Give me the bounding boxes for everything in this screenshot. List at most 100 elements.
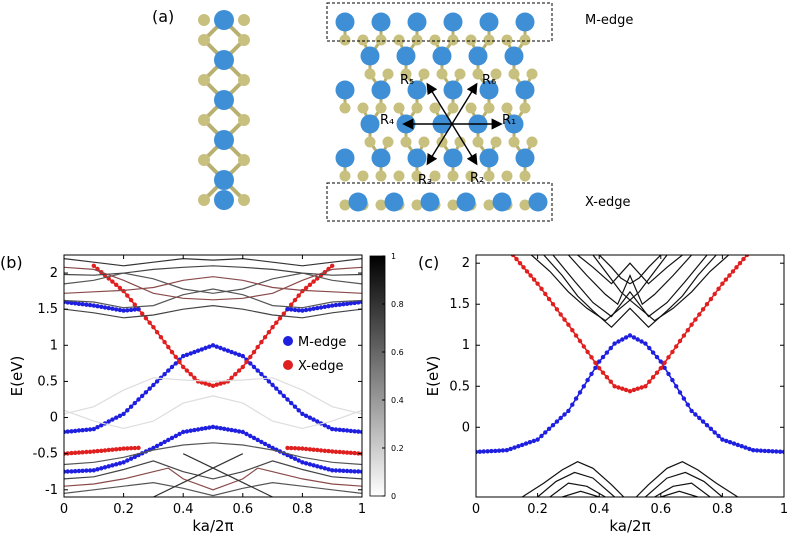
band-marker [500, 448, 506, 453]
band-marker [322, 448, 327, 453]
band-marker [102, 465, 108, 470]
chalcogen-atom [339, 170, 351, 182]
chalcogen-atom [238, 74, 250, 86]
band-marker [697, 312, 702, 317]
band-marker [251, 364, 257, 370]
band-marker [303, 461, 309, 466]
band-marker [117, 461, 123, 466]
band-marker [236, 352, 242, 357]
chalcogen-atom [198, 194, 210, 206]
band-line [64, 272, 362, 294]
metal-atom [214, 50, 234, 70]
chalcogen-atom [339, 34, 351, 46]
chalcogen-atom [411, 199, 423, 211]
band-marker [514, 256, 519, 262]
band-marker [207, 344, 212, 349]
band-line [64, 257, 362, 267]
band-marker [704, 302, 710, 307]
band-marker [330, 468, 335, 473]
band-marker [348, 301, 353, 306]
band-marker [132, 445, 137, 451]
m-edge-box [326, 2, 553, 42]
band-marker [307, 415, 313, 420]
band-marker [311, 417, 316, 422]
band-marker [681, 333, 687, 338]
band-marker [99, 304, 104, 309]
band-marker [102, 448, 108, 453]
band-marker [520, 442, 525, 448]
band-marker [259, 439, 264, 445]
band-marker [348, 469, 353, 474]
band-marker [341, 302, 346, 307]
band-marker [125, 308, 130, 313]
band-marker [69, 450, 74, 456]
band-marker [359, 429, 362, 435]
band-marker [177, 359, 182, 365]
chalcogen-atom [447, 102, 459, 114]
band-marker [326, 425, 331, 430]
band-marker [259, 372, 264, 377]
band-marker [315, 305, 320, 311]
band-marker [510, 255, 516, 258]
band-marker [535, 437, 540, 442]
band-marker [620, 337, 625, 342]
y-tick-label: -1 [45, 483, 58, 498]
band-marker [266, 443, 272, 449]
band-marker [554, 307, 560, 312]
metal-atom [515, 12, 535, 32]
y-tick-label: 2 [50, 266, 58, 281]
band-marker [117, 285, 123, 291]
band-marker [647, 379, 652, 384]
vector-r3-label: R₃ [418, 173, 432, 188]
band-marker [758, 448, 764, 453]
band-marker [604, 375, 610, 380]
band-marker [143, 316, 149, 321]
chalcogen-atom [508, 68, 520, 80]
band-marker [727, 273, 732, 278]
colorbar-bar [369, 255, 386, 497]
band-marker [117, 413, 123, 418]
band-marker [195, 348, 201, 353]
band-marker [496, 448, 502, 453]
band-marker [248, 354, 253, 360]
band-marker [173, 433, 178, 439]
band-marker [585, 377, 590, 383]
band-marker [132, 307, 137, 312]
band-marker [181, 353, 186, 359]
band-marker [315, 419, 320, 424]
band-line [153, 453, 244, 497]
band-marker [322, 423, 327, 428]
band-marker [281, 393, 286, 399]
band-marker [292, 404, 298, 409]
chalcogen-atom [454, 68, 466, 80]
band-marker [244, 431, 249, 437]
band-marker [84, 427, 89, 432]
band-marker [270, 445, 275, 451]
colorbar: 00.20.40.60.81 [369, 252, 404, 501]
metal-atom [335, 148, 355, 168]
band-marker [240, 429, 245, 435]
band-marker [597, 366, 602, 371]
band-marker [723, 277, 729, 282]
y-tick-label: 0 [50, 411, 58, 426]
band-marker [132, 454, 137, 460]
band-line [577, 255, 683, 285]
chalcogen-atom [465, 102, 477, 114]
y-tick-label: 0.5 [449, 379, 470, 394]
band-marker [136, 445, 141, 451]
chalcogen-atom [393, 170, 405, 182]
band-marker [87, 468, 93, 473]
band-marker [523, 441, 529, 446]
chalcogen-atom [198, 74, 210, 86]
band-marker [635, 337, 640, 342]
metal-atom [360, 46, 380, 66]
band-marker [154, 443, 160, 449]
band-marker [476, 449, 479, 455]
band-marker [650, 375, 656, 380]
band-marker [192, 349, 197, 355]
chalcogen-atom [447, 34, 459, 46]
band-line [549, 482, 606, 497]
band-marker [177, 431, 182, 437]
band-marker [121, 308, 126, 313]
band-marker [222, 426, 227, 431]
